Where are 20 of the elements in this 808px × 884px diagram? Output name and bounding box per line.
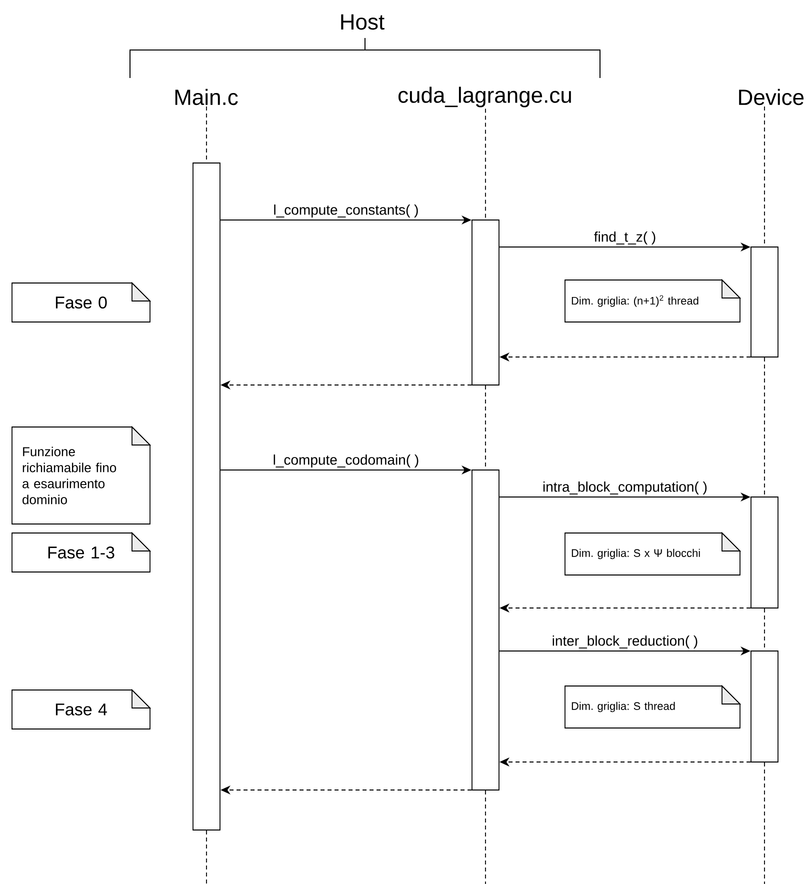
edge-label: inter_block_reduction( ) <box>552 636 698 649</box>
group-label: Host <box>341 14 384 30</box>
lifeline-header: cuda_lagrange.cu <box>398 86 571 108</box>
activation-bar <box>750 496 778 608</box>
activation-bar <box>472 220 500 386</box>
lifeline <box>485 790 486 884</box>
activation-bar <box>472 470 500 790</box>
activation-bar <box>192 162 220 830</box>
lifeline <box>206 830 207 884</box>
edge-label: intra_block_computation( ) <box>543 482 707 495</box>
activation-bar <box>750 650 778 762</box>
activation-bar <box>750 246 778 358</box>
lifeline <box>764 357 765 497</box>
lifeline-header: Device <box>739 88 804 106</box>
lifeline <box>764 762 765 884</box>
lifeline <box>485 108 486 220</box>
edge-label: find_t_z( ) <box>594 232 656 245</box>
lifeline-header: Main.c <box>175 88 238 106</box>
edge-label: l_compute_constants( ) <box>274 204 418 218</box>
edge-label: l_compute_codomain( ) <box>274 454 418 468</box>
